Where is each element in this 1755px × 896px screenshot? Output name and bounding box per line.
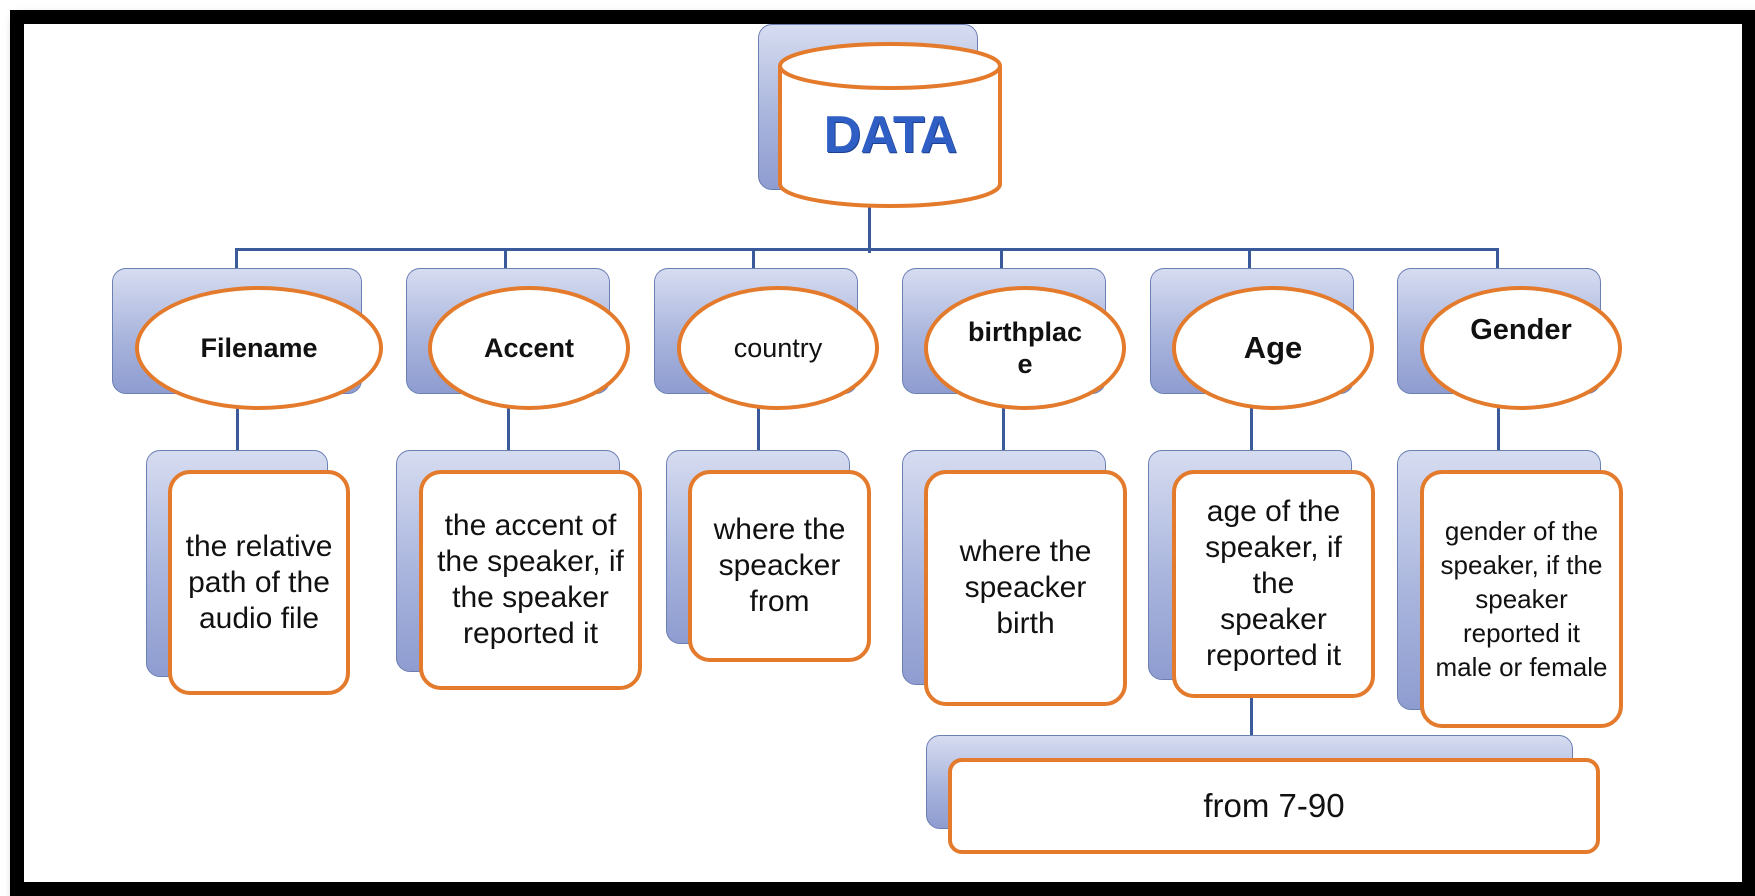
field-node-filename: Filename: [135, 286, 383, 410]
field-node-country: country: [677, 286, 879, 410]
field-node-age: Age: [1172, 286, 1374, 410]
desc-card-birthplace: where the speacker birth: [924, 470, 1127, 706]
branch-drop-6: [1496, 248, 1499, 270]
field-node-birthplace: birthplac e: [924, 286, 1126, 410]
desc-card-age: age of the speaker, if the speaker repor…: [1172, 470, 1375, 698]
database-cylinder-icon: [778, 42, 1002, 208]
desc-card-filename: the relative path of the audio file: [168, 470, 350, 695]
age-stem: [1250, 695, 1253, 735]
field-stem-4: [1002, 405, 1005, 450]
desc-card-country: where the speacker from: [688, 470, 871, 662]
field-stem-2: [507, 405, 510, 450]
field-stem-1: [236, 405, 239, 450]
branch-drop-4: [1000, 248, 1003, 270]
root-stem: [868, 205, 871, 253]
root-label: DATA: [823, 106, 958, 164]
field-node-accent: Accent: [428, 286, 630, 410]
field-stem-5: [1250, 405, 1253, 450]
field-node-gender: Gender: [1420, 286, 1622, 410]
field-stem-6: [1497, 405, 1500, 450]
desc-card-gender: gender of the speaker, if the speaker re…: [1420, 470, 1623, 728]
branch-drop-5: [1248, 248, 1251, 270]
branch-drop-1: [235, 248, 238, 270]
field-stem-3: [757, 405, 760, 450]
desc-card-accent: the accent of the speaker, if the speake…: [419, 470, 642, 690]
branch-drop-2: [504, 248, 507, 270]
age-range-card: from 7-90: [948, 758, 1600, 854]
branch-bar: [235, 248, 1498, 251]
branch-drop-3: [752, 248, 755, 270]
